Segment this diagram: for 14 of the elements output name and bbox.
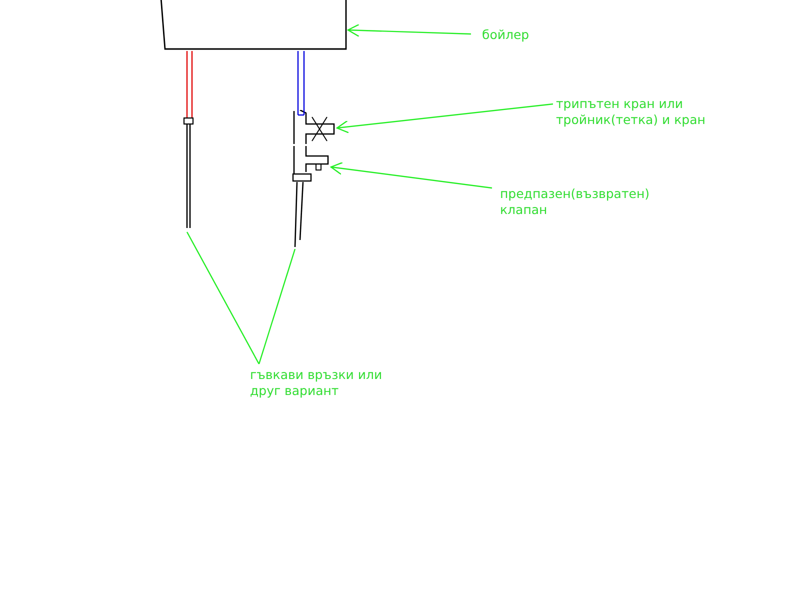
part-label: трипътен кран или тройник(тетка) и кран — [556, 96, 756, 128]
leader-line — [186, 232, 260, 364]
check-valve-drawing — [292, 146, 330, 182]
part-label: бойлер — [482, 27, 562, 43]
leader-line — [347, 24, 472, 37]
leader-line — [330, 162, 492, 189]
leader-line — [336, 103, 554, 134]
cold-pipe-hose-drawing — [293, 50, 306, 248]
hot-pipe-hose-drawing — [183, 50, 194, 230]
three-way-valve-drawing — [292, 110, 336, 144]
part-label: предпазен(възвратен) клапан — [500, 186, 680, 218]
part-label: гъвкави връзки или друг вариант — [250, 367, 410, 399]
leader-line — [258, 248, 296, 364]
boiler-drawing — [160, 0, 347, 50]
